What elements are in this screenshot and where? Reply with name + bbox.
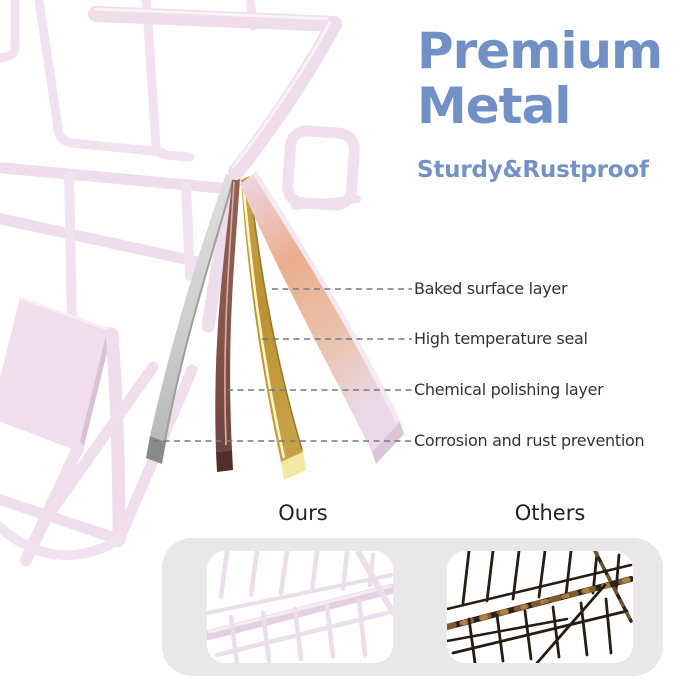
page-title: Premium Metal	[417, 22, 663, 135]
leader-lines	[153, 288, 412, 442]
others-label: Others	[514, 501, 586, 525]
layer-strip-pink	[240, 171, 404, 464]
others-basket-drawing	[447, 551, 633, 663]
title-line-2: Metal	[417, 77, 571, 135]
layer-label-high-temperature-seal: High temperature seal	[414, 329, 588, 348]
layer-label-corrosion-prevention: Corrosion and rust prevention	[414, 431, 645, 450]
basket-wireframe	[0, 0, 361, 566]
layer-label-chemical-polishing: Chemical polishing layer	[414, 380, 604, 399]
title-line-1: Premium	[417, 22, 663, 80]
page-subtitle: Sturdy&Rustproof	[417, 157, 649, 183]
basket-front-rail	[228, 16, 342, 180]
comparison-panel	[162, 538, 663, 676]
ours-label: Ours	[278, 501, 328, 525]
layer-label-baked-surface: Baked surface layer	[414, 279, 568, 298]
others-image	[447, 551, 633, 663]
layer-strip-brown	[215, 178, 240, 472]
ours-image	[207, 551, 393, 663]
layer-strip-silver	[146, 174, 234, 464]
ours-basket-drawing	[207, 551, 393, 663]
